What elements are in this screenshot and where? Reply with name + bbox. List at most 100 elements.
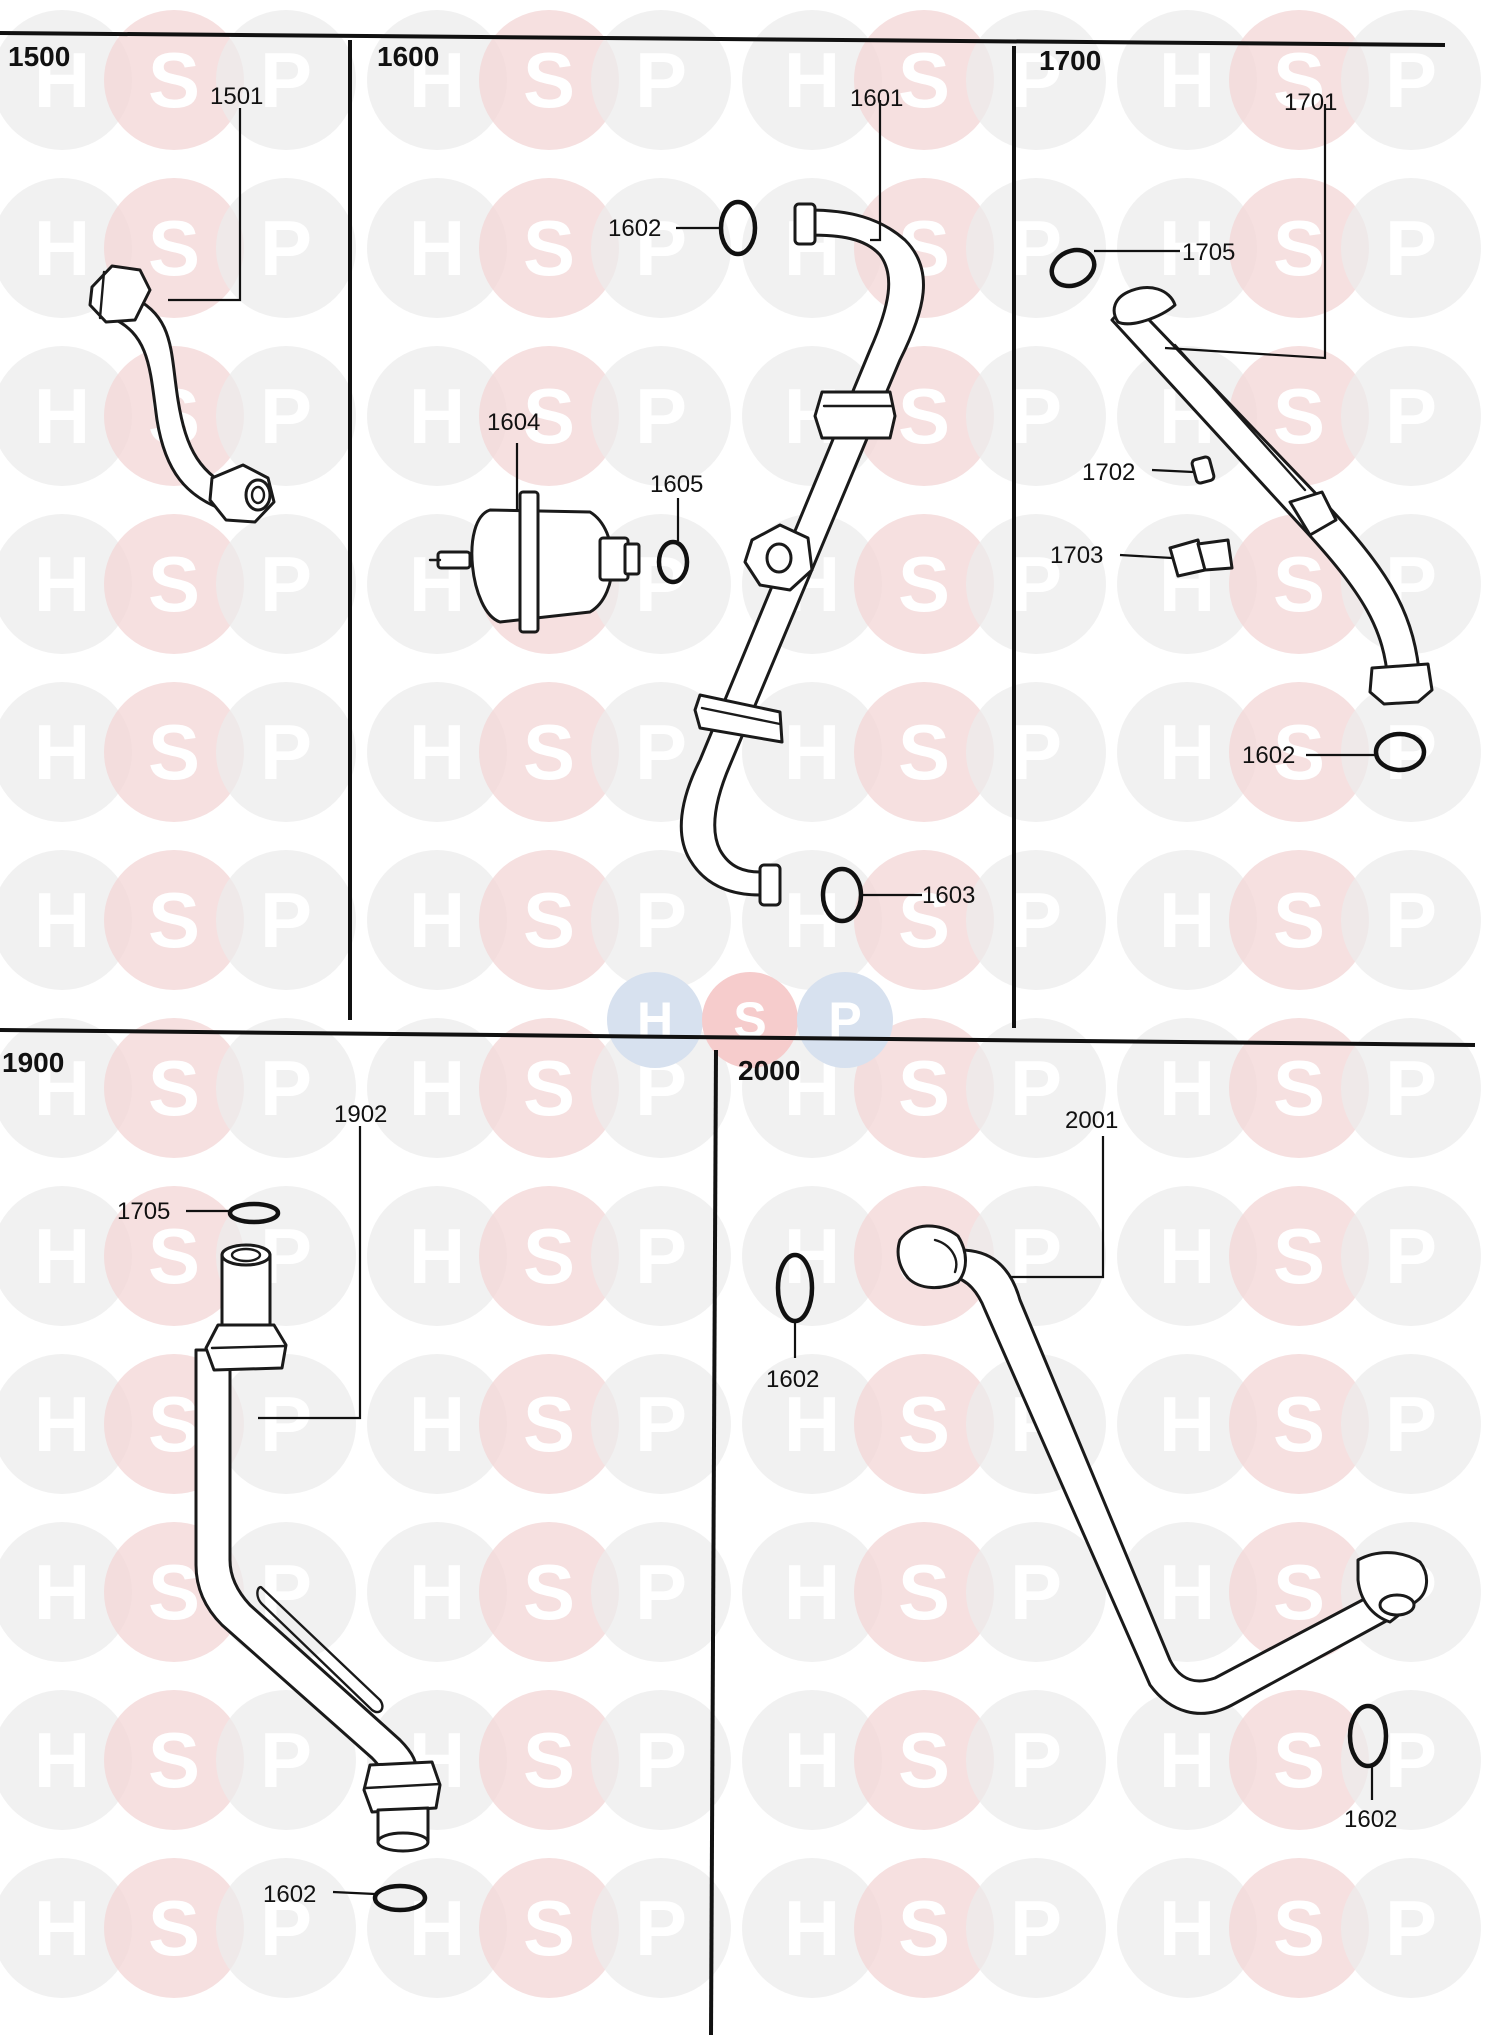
watermark-letter: P (1385, 876, 1437, 964)
part-1705-ring-1900[interactable] (227, 1201, 281, 1225)
watermark-tile: P (591, 178, 731, 318)
watermark-letter: P (635, 1380, 687, 1468)
watermark-letter: H (34, 540, 90, 628)
part-1701-pipe[interactable] (1110, 286, 1434, 706)
watermark-letter: H (34, 36, 90, 124)
watermark-letter: S (898, 1548, 950, 1636)
watermark-tile: P (1341, 346, 1481, 486)
part-1501-pipe[interactable] (88, 264, 276, 524)
watermark-tile: P (216, 850, 356, 990)
watermark-tile: P (1341, 1354, 1481, 1494)
watermark-tile: P (966, 1522, 1106, 1662)
watermark-tile: P (591, 1522, 731, 1662)
part-1602-ring-1700[interactable] (1373, 731, 1427, 773)
watermark-tile: P (966, 1690, 1106, 1830)
watermark-tile: P (591, 1690, 731, 1830)
part-1601-pipe[interactable] (679, 202, 925, 907)
watermark-tile: H (367, 1354, 507, 1494)
watermark-tile: P (216, 1018, 356, 1158)
watermark-letter: S (1273, 876, 1325, 964)
watermark-tile: P (966, 1018, 1106, 1158)
watermark-tile: S (479, 10, 619, 150)
watermark-tile: P (591, 514, 731, 654)
leader-1902 (258, 1126, 362, 1420)
watermark-letter: H (34, 1716, 90, 1804)
watermark-tile: H (742, 10, 882, 150)
part-2001-pipe[interactable] (896, 1224, 1428, 1715)
part-1602-ring-2000-right[interactable] (1347, 1703, 1389, 1769)
watermark-tile: H (367, 1522, 507, 1662)
watermark-letter: P (1010, 1884, 1062, 1972)
part-1602-ring-2000-left[interactable] (775, 1252, 815, 1324)
watermark-tile: S (854, 1690, 994, 1830)
watermark-tile: H (742, 1354, 882, 1494)
watermark-letter: H (34, 876, 90, 964)
watermark-letter: H (1159, 1548, 1215, 1636)
watermark-letter: S (1273, 1716, 1325, 1804)
watermark-tile: S (854, 1858, 994, 1998)
watermark-tile: S (479, 682, 619, 822)
part-1703-clip[interactable] (1168, 538, 1234, 578)
callout-1701: 1701 (1284, 89, 1337, 116)
watermark-tile: S (854, 682, 994, 822)
watermark-letter: P (1010, 36, 1062, 124)
part-1603-ring[interactable] (820, 866, 864, 924)
watermark-tile: H (0, 1690, 132, 1830)
watermark-tile: H (0, 850, 132, 990)
watermark-letter: S (898, 1716, 950, 1804)
watermark-center-badge: P (797, 972, 893, 1068)
part-1604-expansion-vessel[interactable] (428, 490, 641, 634)
watermark-letter: H (784, 1380, 840, 1468)
watermark-letter: S (148, 1716, 200, 1804)
watermark-tile: S (1229, 178, 1369, 318)
watermark-tile: S (479, 1018, 619, 1158)
watermark-letter: H (409, 372, 465, 460)
section-frames (0, 31, 1476, 2036)
watermark-tile: P (591, 1858, 731, 1998)
watermark-letter: P (1010, 540, 1062, 628)
watermark-tile: H (1117, 1690, 1257, 1830)
watermark-letter: S (523, 372, 575, 460)
watermark-letter: S (898, 876, 950, 964)
watermark-tile: P (1341, 178, 1481, 318)
watermark-letter: H (1159, 876, 1215, 964)
part-1605-ring[interactable] (656, 539, 690, 585)
watermark-tile: S (104, 850, 244, 990)
watermark-letter: P (1010, 1044, 1062, 1132)
watermark-letter: H (784, 708, 840, 796)
watermark-tile: P (591, 346, 731, 486)
part-1702-fitting[interactable] (1190, 455, 1216, 485)
watermark-tile: H (367, 1186, 507, 1326)
callout-1705-1900: 1705 (117, 1198, 170, 1225)
callout-1902: 1902 (334, 1101, 387, 1128)
watermark-letter: P (260, 204, 312, 292)
watermark-tile: S (479, 850, 619, 990)
watermark-center-badge: H (607, 972, 703, 1068)
part-1602-ring-1900[interactable] (372, 1883, 428, 1913)
watermark-letter: S (1273, 708, 1325, 796)
watermark-letter: S (898, 540, 950, 628)
watermark-tile: P (1341, 682, 1481, 822)
part-1902-pipe[interactable] (194, 1243, 442, 1853)
watermark-letter: P (1385, 708, 1437, 796)
watermark-tile: P (966, 346, 1106, 486)
watermark-tile: S (854, 514, 994, 654)
watermark-tile: H (1117, 1858, 1257, 1998)
watermark-letter: H (409, 1884, 465, 1972)
watermark-tile: P (216, 1690, 356, 1830)
part-1705-ring-1700[interactable] (1046, 243, 1100, 292)
watermark-letter: P (260, 876, 312, 964)
watermark-letter: P (635, 372, 687, 460)
watermark-letter: H (409, 36, 465, 124)
watermark-tile: S (479, 346, 619, 486)
watermark-letter: S (523, 708, 575, 796)
watermark-letter: S (523, 1212, 575, 1300)
watermark-letter: P (1385, 1884, 1437, 1972)
watermark-tile: P (216, 10, 356, 150)
watermark-letter: H (409, 708, 465, 796)
callout-1603: 1603 (922, 882, 975, 909)
watermark-tile: H (367, 10, 507, 150)
callout-1602-top: 1602 (608, 215, 661, 242)
watermark-letter: H (34, 1884, 90, 1972)
callout-1703: 1703 (1050, 542, 1103, 569)
